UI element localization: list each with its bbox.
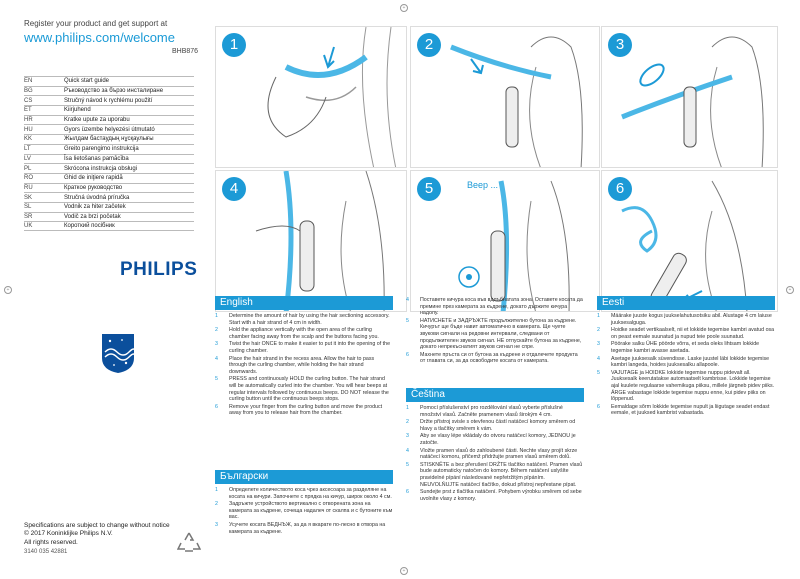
crop-mark-icon: + xyxy=(4,286,12,294)
beep-label: Beep ... xyxy=(467,180,499,190)
model-number: BHB876 xyxy=(172,48,199,55)
register-text: Register your product and get support at xyxy=(24,19,168,28)
section-heading: Български xyxy=(215,470,393,484)
specifications-note: Specifications are subject to change wit… xyxy=(24,522,170,546)
section-heading: Eesti xyxy=(597,296,775,310)
step-number-badge: 4 xyxy=(222,177,246,201)
step-5-illustration: 5 Beep ... xyxy=(410,170,600,312)
step-3-illustration: 3 xyxy=(601,26,778,168)
philips-wordmark: PHILIPS xyxy=(120,259,198,280)
step-number-badge: 3 xyxy=(608,33,632,57)
section-heading: English xyxy=(215,296,393,310)
press-button-drawing xyxy=(458,180,570,311)
step-6-illustration: 6 xyxy=(601,170,778,312)
step-2-illustration: 2 xyxy=(410,26,600,168)
step-1-illustration: 1 xyxy=(215,26,407,168)
step-number-badge: 2 xyxy=(417,33,441,57)
step-number-badge: 5 xyxy=(417,177,441,201)
crop-mark-icon: + xyxy=(400,4,408,12)
step-number-badge: 1 xyxy=(222,33,246,57)
section-heading: Čeština xyxy=(406,388,584,402)
crop-mark-icon: + xyxy=(786,286,794,294)
appliance-vertical-drawing xyxy=(450,36,583,167)
document-code: 3140 035 42881 xyxy=(24,549,68,555)
step-number-badge: 6 xyxy=(608,177,632,201)
recycle-icon xyxy=(177,532,201,552)
crop-mark-icon: + xyxy=(400,567,408,575)
hair-section-drawing xyxy=(267,27,397,167)
philips-shield-icon xyxy=(102,334,136,373)
place-strand-drawing xyxy=(255,171,385,311)
website-url[interactable]: www.philips.com/welcome xyxy=(24,30,175,45)
step-4-illustration: 4 xyxy=(215,170,407,312)
twist-hair-drawing xyxy=(621,36,764,167)
